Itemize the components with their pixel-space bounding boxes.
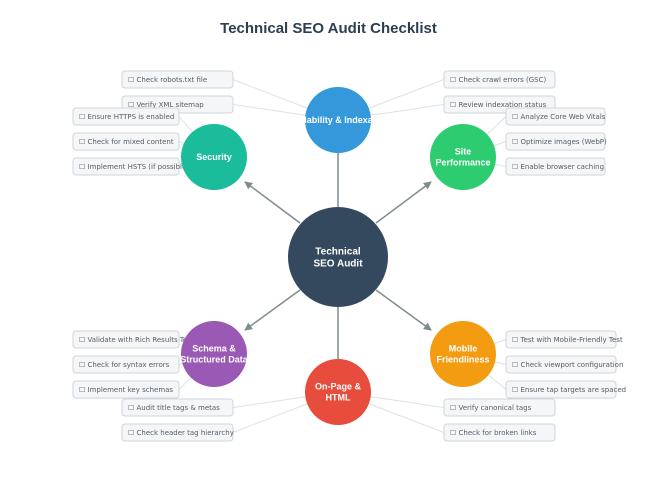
checklist-item-box — [505, 107, 606, 126]
checklist-item-text: ☐ Ensure tap targets are spaced — [512, 386, 626, 394]
checklist-item-text: ☐ Enable browser caching — [512, 163, 604, 171]
checklist-item-box — [121, 70, 234, 89]
category-label: Security — [196, 152, 232, 162]
checklist-item-text: ☐ Check viewport configuration — [512, 361, 623, 369]
connector-arrow — [375, 181, 432, 224]
checklist-item-text: ☐ Verify XML sitemap — [128, 101, 204, 109]
central-node — [288, 207, 388, 307]
checklist-item-box — [443, 398, 556, 417]
category-node-performance — [430, 124, 496, 190]
checklist-item-box — [443, 70, 556, 89]
checklist-item-text: ☐ Verify canonical tags — [450, 404, 532, 412]
checklist-item-text: ☐ Check robots.txt file — [128, 76, 207, 84]
category-label: Structured Data — [180, 355, 249, 365]
category-node-onpage — [305, 359, 371, 425]
checklist-item-box — [72, 157, 180, 176]
checklist-item-text: ☐ Test with Mobile-Friendly Test — [512, 336, 623, 344]
checklist-item-text: ☐ Check header tag hierarchy — [128, 429, 234, 437]
checklist-item-box — [121, 398, 234, 417]
checklist-item-text: ☐ Implement key schemas — [79, 386, 173, 394]
category-node-mobile — [430, 321, 496, 387]
checklist-item-text: ☐ Check crawl errors (GSC) — [450, 76, 546, 84]
checklist-item-text: ☐ Check for syntax errors — [79, 361, 170, 369]
central-node-label: Technical — [315, 247, 361, 258]
category-label: HTML — [326, 393, 351, 403]
checklist-item-text: ☐ Audit title tags & metas — [128, 404, 220, 412]
checklist-item-text: ☐ Validate with Rich Results Test — [79, 336, 194, 344]
checklist-item-text: ☐ Optimize images (WebP) — [512, 138, 607, 146]
checklist-item-text: ☐ Implement HSTS (if possible) — [79, 163, 189, 171]
checklist-item-text: ☐ Ensure HTTPS is enabled — [79, 113, 174, 121]
checklist-item-text: ☐ Review indexation status — [450, 101, 547, 109]
checklist-item-box — [505, 330, 617, 349]
category-node-schema — [181, 321, 247, 387]
category-node-security — [181, 124, 247, 190]
category-node-indexability — [305, 87, 371, 153]
category-label: On-Page & — [315, 382, 362, 392]
central-node-label: SEO Audit — [313, 259, 363, 270]
category-label: Crawlability & Indexability — [282, 115, 394, 125]
checklist-item-box — [72, 330, 180, 349]
connector-arrow — [244, 181, 301, 224]
checklist-item-box — [505, 380, 617, 399]
category-label: Friendliness — [436, 355, 489, 365]
checklist-item-box — [505, 132, 606, 151]
checklist-item-box — [72, 380, 180, 399]
checklist-item-box — [505, 157, 606, 176]
checklist-item-box — [121, 423, 234, 442]
category-label: Performance — [435, 158, 490, 168]
checklist-item-text: ☐ Analyze Core Web Vitals — [512, 113, 606, 121]
connector-arrow — [375, 289, 432, 331]
checklist-item-text: ☐ Check for broken links — [450, 429, 537, 437]
connector-arrow — [244, 289, 301, 331]
checklist-item-box — [72, 355, 180, 374]
checklist-item-box — [443, 423, 556, 442]
checklist-item-box — [72, 107, 180, 126]
checklist-item-text: ☐ Check for mixed content — [79, 138, 174, 146]
category-label: Mobile — [449, 344, 478, 354]
category-label: Site — [455, 147, 472, 157]
diagram-title: Technical SEO Audit Checklist — [220, 20, 437, 37]
checklist-item-box — [505, 355, 617, 374]
category-label: Schema & — [192, 344, 236, 354]
checklist-item-box — [72, 132, 180, 151]
